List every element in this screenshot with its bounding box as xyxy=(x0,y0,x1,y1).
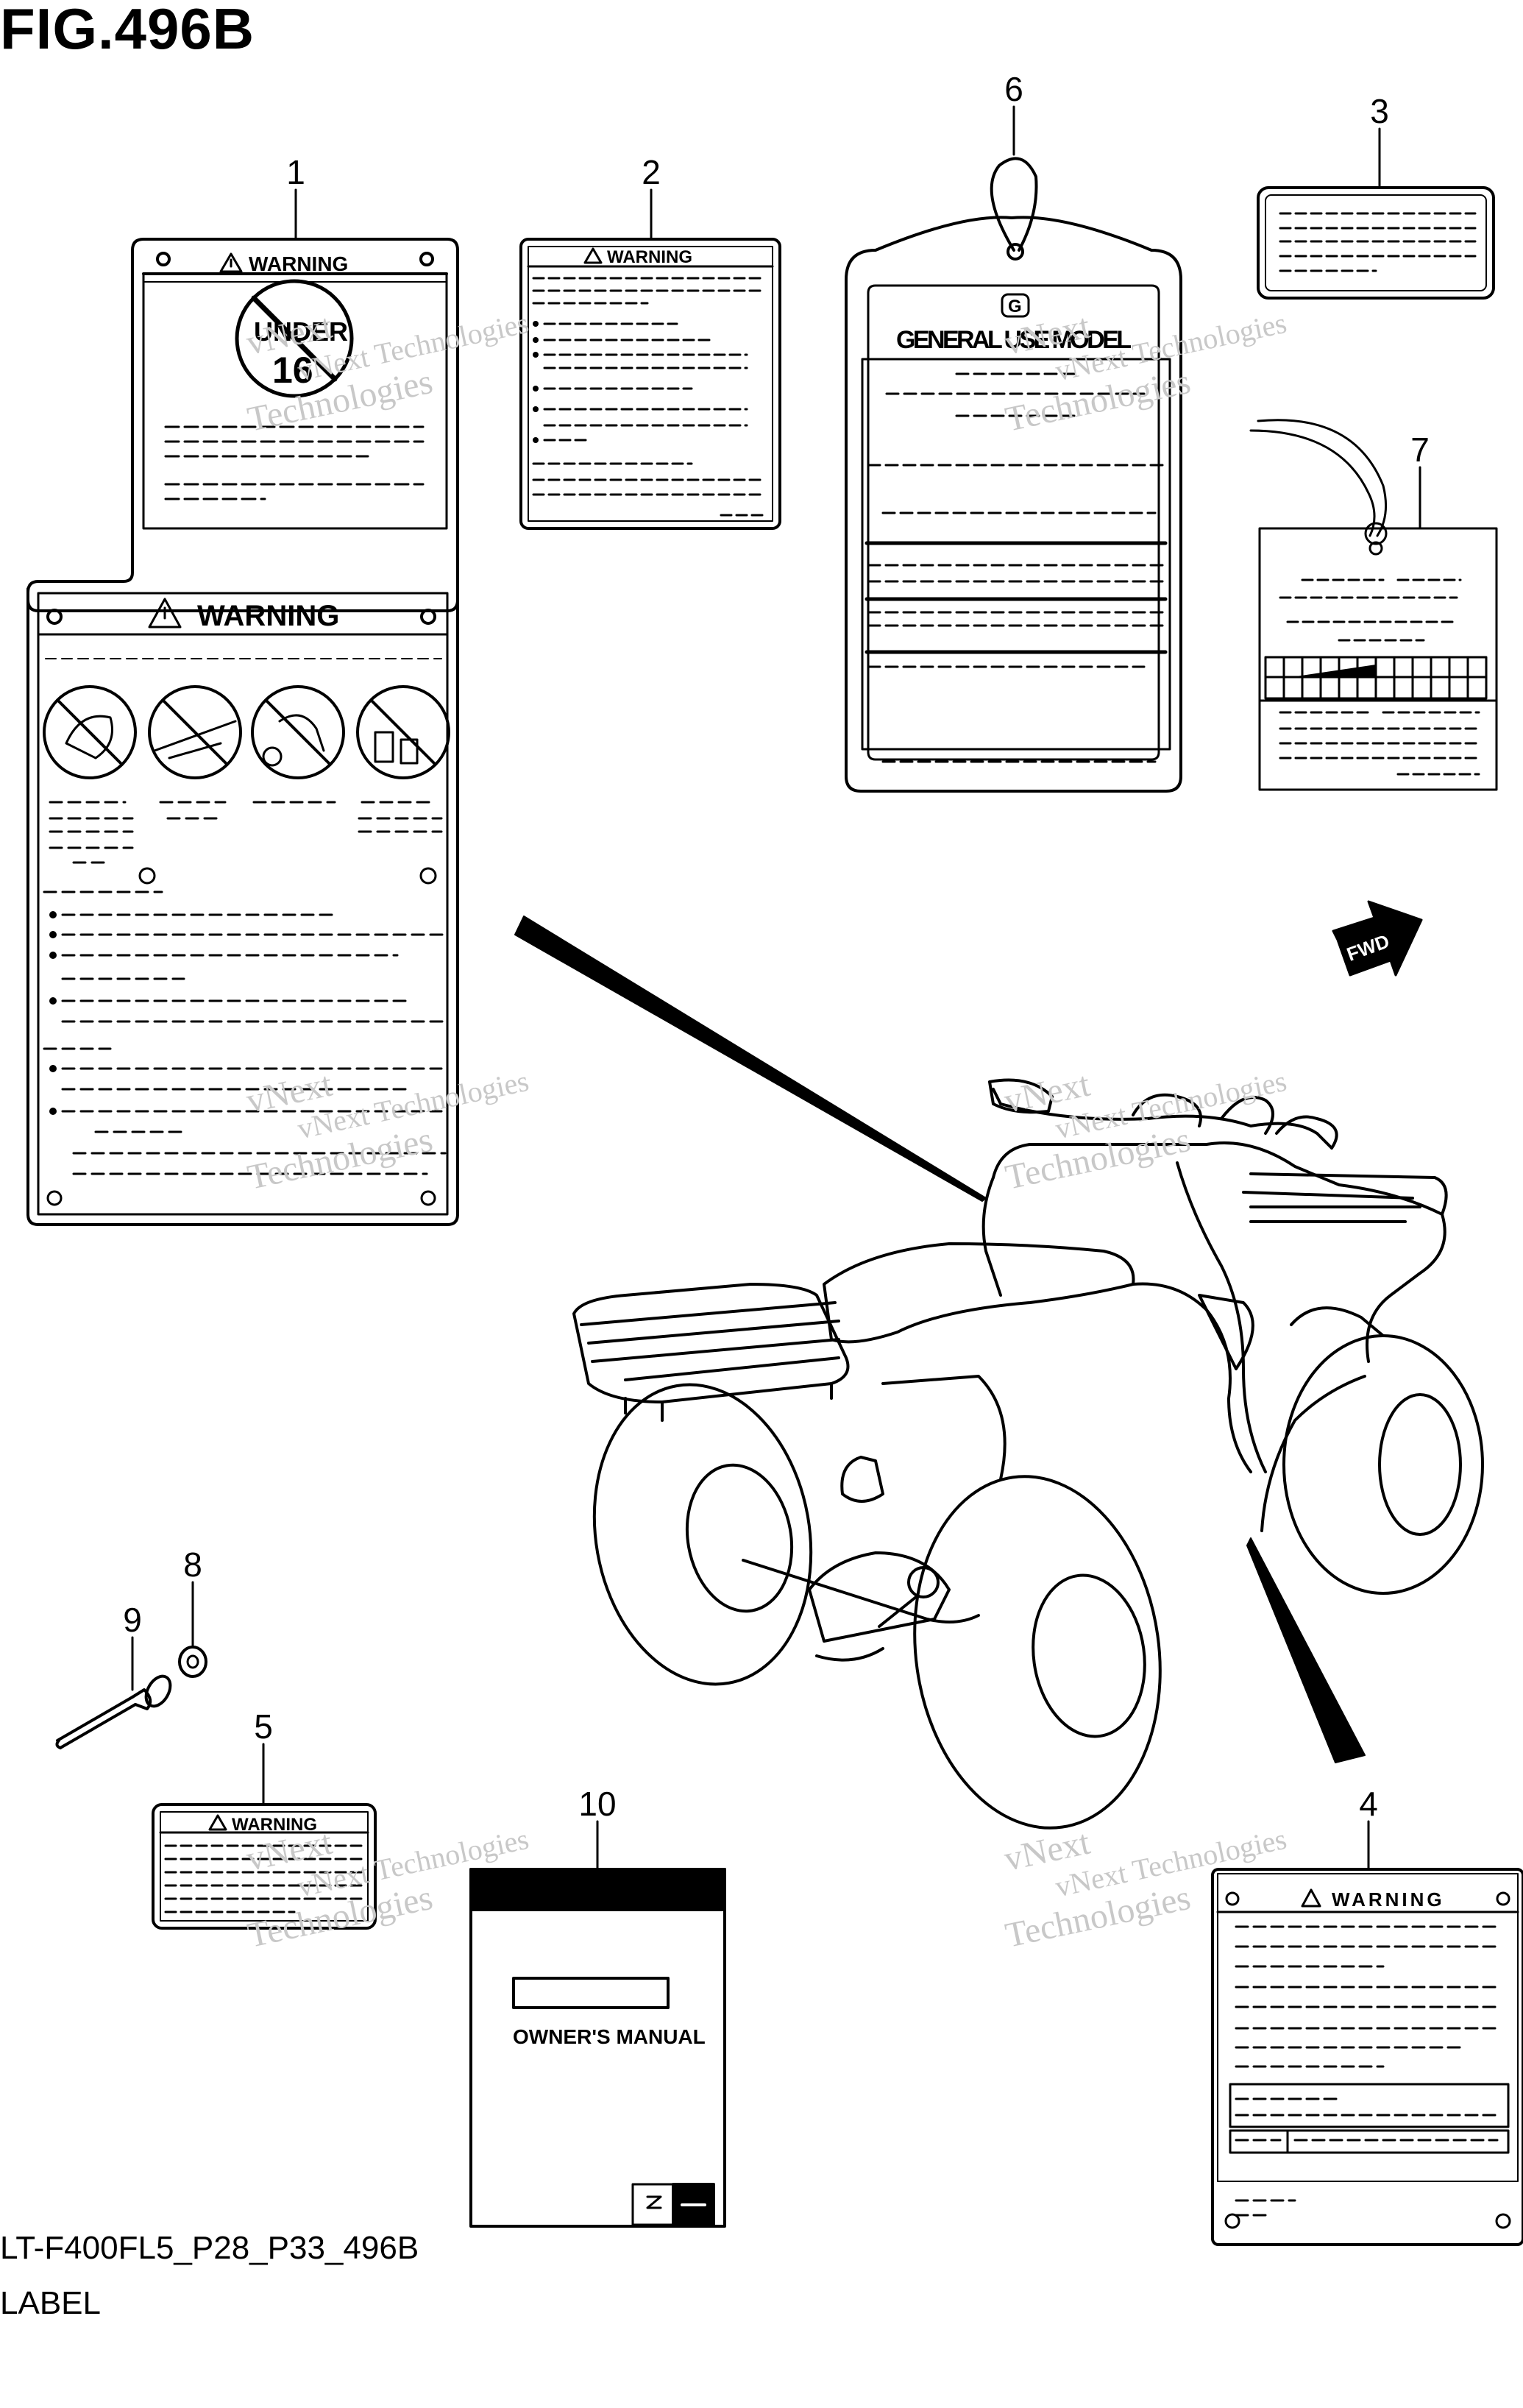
label-4-warning-text: WARNING xyxy=(1332,1888,1445,1911)
callout-1: 1 xyxy=(286,153,305,191)
figure-title: FIG.496B xyxy=(0,0,255,61)
callout-7: 7 xyxy=(1410,431,1430,469)
figure-code: LT-F400FL5_P28_P33_496B xyxy=(0,2230,419,2266)
label-4[interactable]: WARNING xyxy=(1211,1868,1523,2246)
age-text: 16 xyxy=(272,350,313,391)
label-1-warning-text: WARNING xyxy=(249,252,348,275)
fwd-arrow: FWD xyxy=(1332,900,1423,977)
callout-9: 9 xyxy=(123,1601,142,1639)
callout-2: 2 xyxy=(642,153,661,191)
rivet-9[interactable] xyxy=(55,1672,175,1749)
label-5[interactable]: WARNING xyxy=(152,1803,377,1930)
label-1-lower-warning-text: WARNING xyxy=(197,600,339,632)
owners-manual-text: OWNER'S MANUAL xyxy=(513,2025,706,2048)
g-mark: G xyxy=(1008,297,1022,316)
callout-5: 5 xyxy=(254,1707,273,1746)
atv-illustration xyxy=(572,1078,1484,1830)
section-label: LABEL xyxy=(0,2285,101,2321)
owners-manual-10[interactable]: OWNER'S MANUAL xyxy=(469,1868,726,2228)
label-7[interactable] xyxy=(1249,419,1498,791)
callout-10: 10 xyxy=(578,1785,616,1823)
pointer-wedge-lower xyxy=(1246,1537,1366,1763)
label-2[interactable]: WARNING xyxy=(519,238,781,530)
label-3[interactable] xyxy=(1257,186,1495,300)
under-text: UNDER xyxy=(254,316,348,347)
label-1[interactable]: WARNING UNDER 16 WARNING xyxy=(26,238,459,1226)
callout-4: 4 xyxy=(1359,1785,1378,1823)
callout-8: 8 xyxy=(183,1545,202,1584)
callout-3: 3 xyxy=(1370,92,1389,130)
washer-8[interactable] xyxy=(178,1646,207,1678)
label-2-warning-text: WARNING xyxy=(607,247,692,267)
general-use-model-text: GENERAL USE MODEL xyxy=(896,326,1132,354)
pointer-wedge-upper xyxy=(514,916,987,1202)
callout-6: 6 xyxy=(1004,70,1023,108)
label-6[interactable]: G GENERAL USE MODEL xyxy=(845,157,1182,793)
label-5-warning-text: WARNING xyxy=(232,1815,317,1835)
